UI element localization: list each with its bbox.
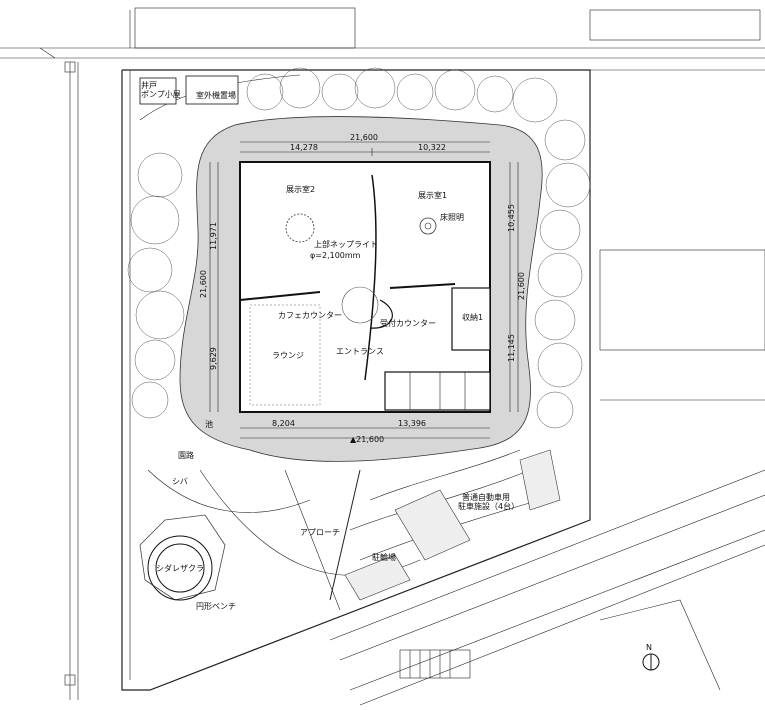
left-street bbox=[64, 61, 79, 700]
reception-counter-label: 受付カウンター bbox=[380, 318, 436, 328]
dim-top-left: 14,278 bbox=[290, 143, 318, 152]
north-label: N bbox=[646, 643, 652, 652]
pond-label: 池 bbox=[205, 419, 213, 429]
parking-stripes bbox=[344, 449, 561, 601]
cherry-tree-label: シダレザクラ bbox=[156, 563, 204, 573]
dim-right-upper: 10,455 bbox=[507, 204, 516, 232]
toplight-label: 上部ネップライト bbox=[314, 239, 378, 249]
cherry-tree-circle bbox=[139, 514, 226, 601]
entrance-label: エントランス bbox=[336, 347, 384, 356]
pump-house-label: 井戸 ポンプ小屋 bbox=[141, 80, 181, 99]
cafe-counter-label: カフェカウンター bbox=[278, 311, 342, 320]
dim-right-lower: 11,145 bbox=[507, 334, 516, 362]
floor-light-label: 床照明 bbox=[440, 212, 464, 222]
dim-top-right: 10,322 bbox=[418, 143, 446, 152]
top-street bbox=[0, 7, 765, 59]
outdoor-unit-label: 室外機置場 bbox=[196, 90, 236, 100]
dim-top-total: 21,600 bbox=[350, 133, 378, 142]
dim-bottom-left: 8,204 bbox=[272, 419, 295, 428]
exhibit-room-1-label: 展示室1 bbox=[418, 190, 447, 200]
toplight-diameter-label: φ=2,100mm bbox=[310, 251, 361, 260]
dimension-lines bbox=[209, 141, 519, 439]
dim-bottom-right: 13,396 bbox=[398, 419, 426, 428]
dim-left-total: 21,600 bbox=[199, 270, 208, 298]
approach-label: アプローチ bbox=[300, 528, 340, 537]
dim-right-total: 21,600 bbox=[517, 272, 526, 300]
exhibit-room-2-label: 展示室2 bbox=[286, 184, 315, 194]
lawn-label: シバ bbox=[172, 477, 188, 486]
bottom-road bbox=[329, 469, 765, 706]
bicycle-parking-label: 駐輪場 bbox=[372, 552, 396, 562]
building bbox=[239, 161, 491, 413]
circular-bench-label: 円形ベンチ bbox=[196, 602, 236, 611]
outbuildings bbox=[139, 75, 239, 105]
car-parking-label: 普通自動車用 駐車施設（4台） bbox=[458, 492, 519, 511]
neighbour-building bbox=[599, 249, 765, 691]
north-arrow-icon bbox=[642, 653, 660, 671]
dim-bottom-total: ▲21,600 bbox=[350, 435, 384, 444]
dim-left-lower: 9,629 bbox=[209, 347, 218, 370]
site-boundary bbox=[121, 69, 765, 691]
dim-left-upper: 11,971 bbox=[209, 222, 218, 250]
tree-canopy-group bbox=[127, 67, 591, 429]
storage-label: 収納1 bbox=[462, 312, 483, 322]
lounge-label: ラウンジ bbox=[272, 351, 304, 360]
garden-path-label: 園路 bbox=[178, 450, 194, 460]
